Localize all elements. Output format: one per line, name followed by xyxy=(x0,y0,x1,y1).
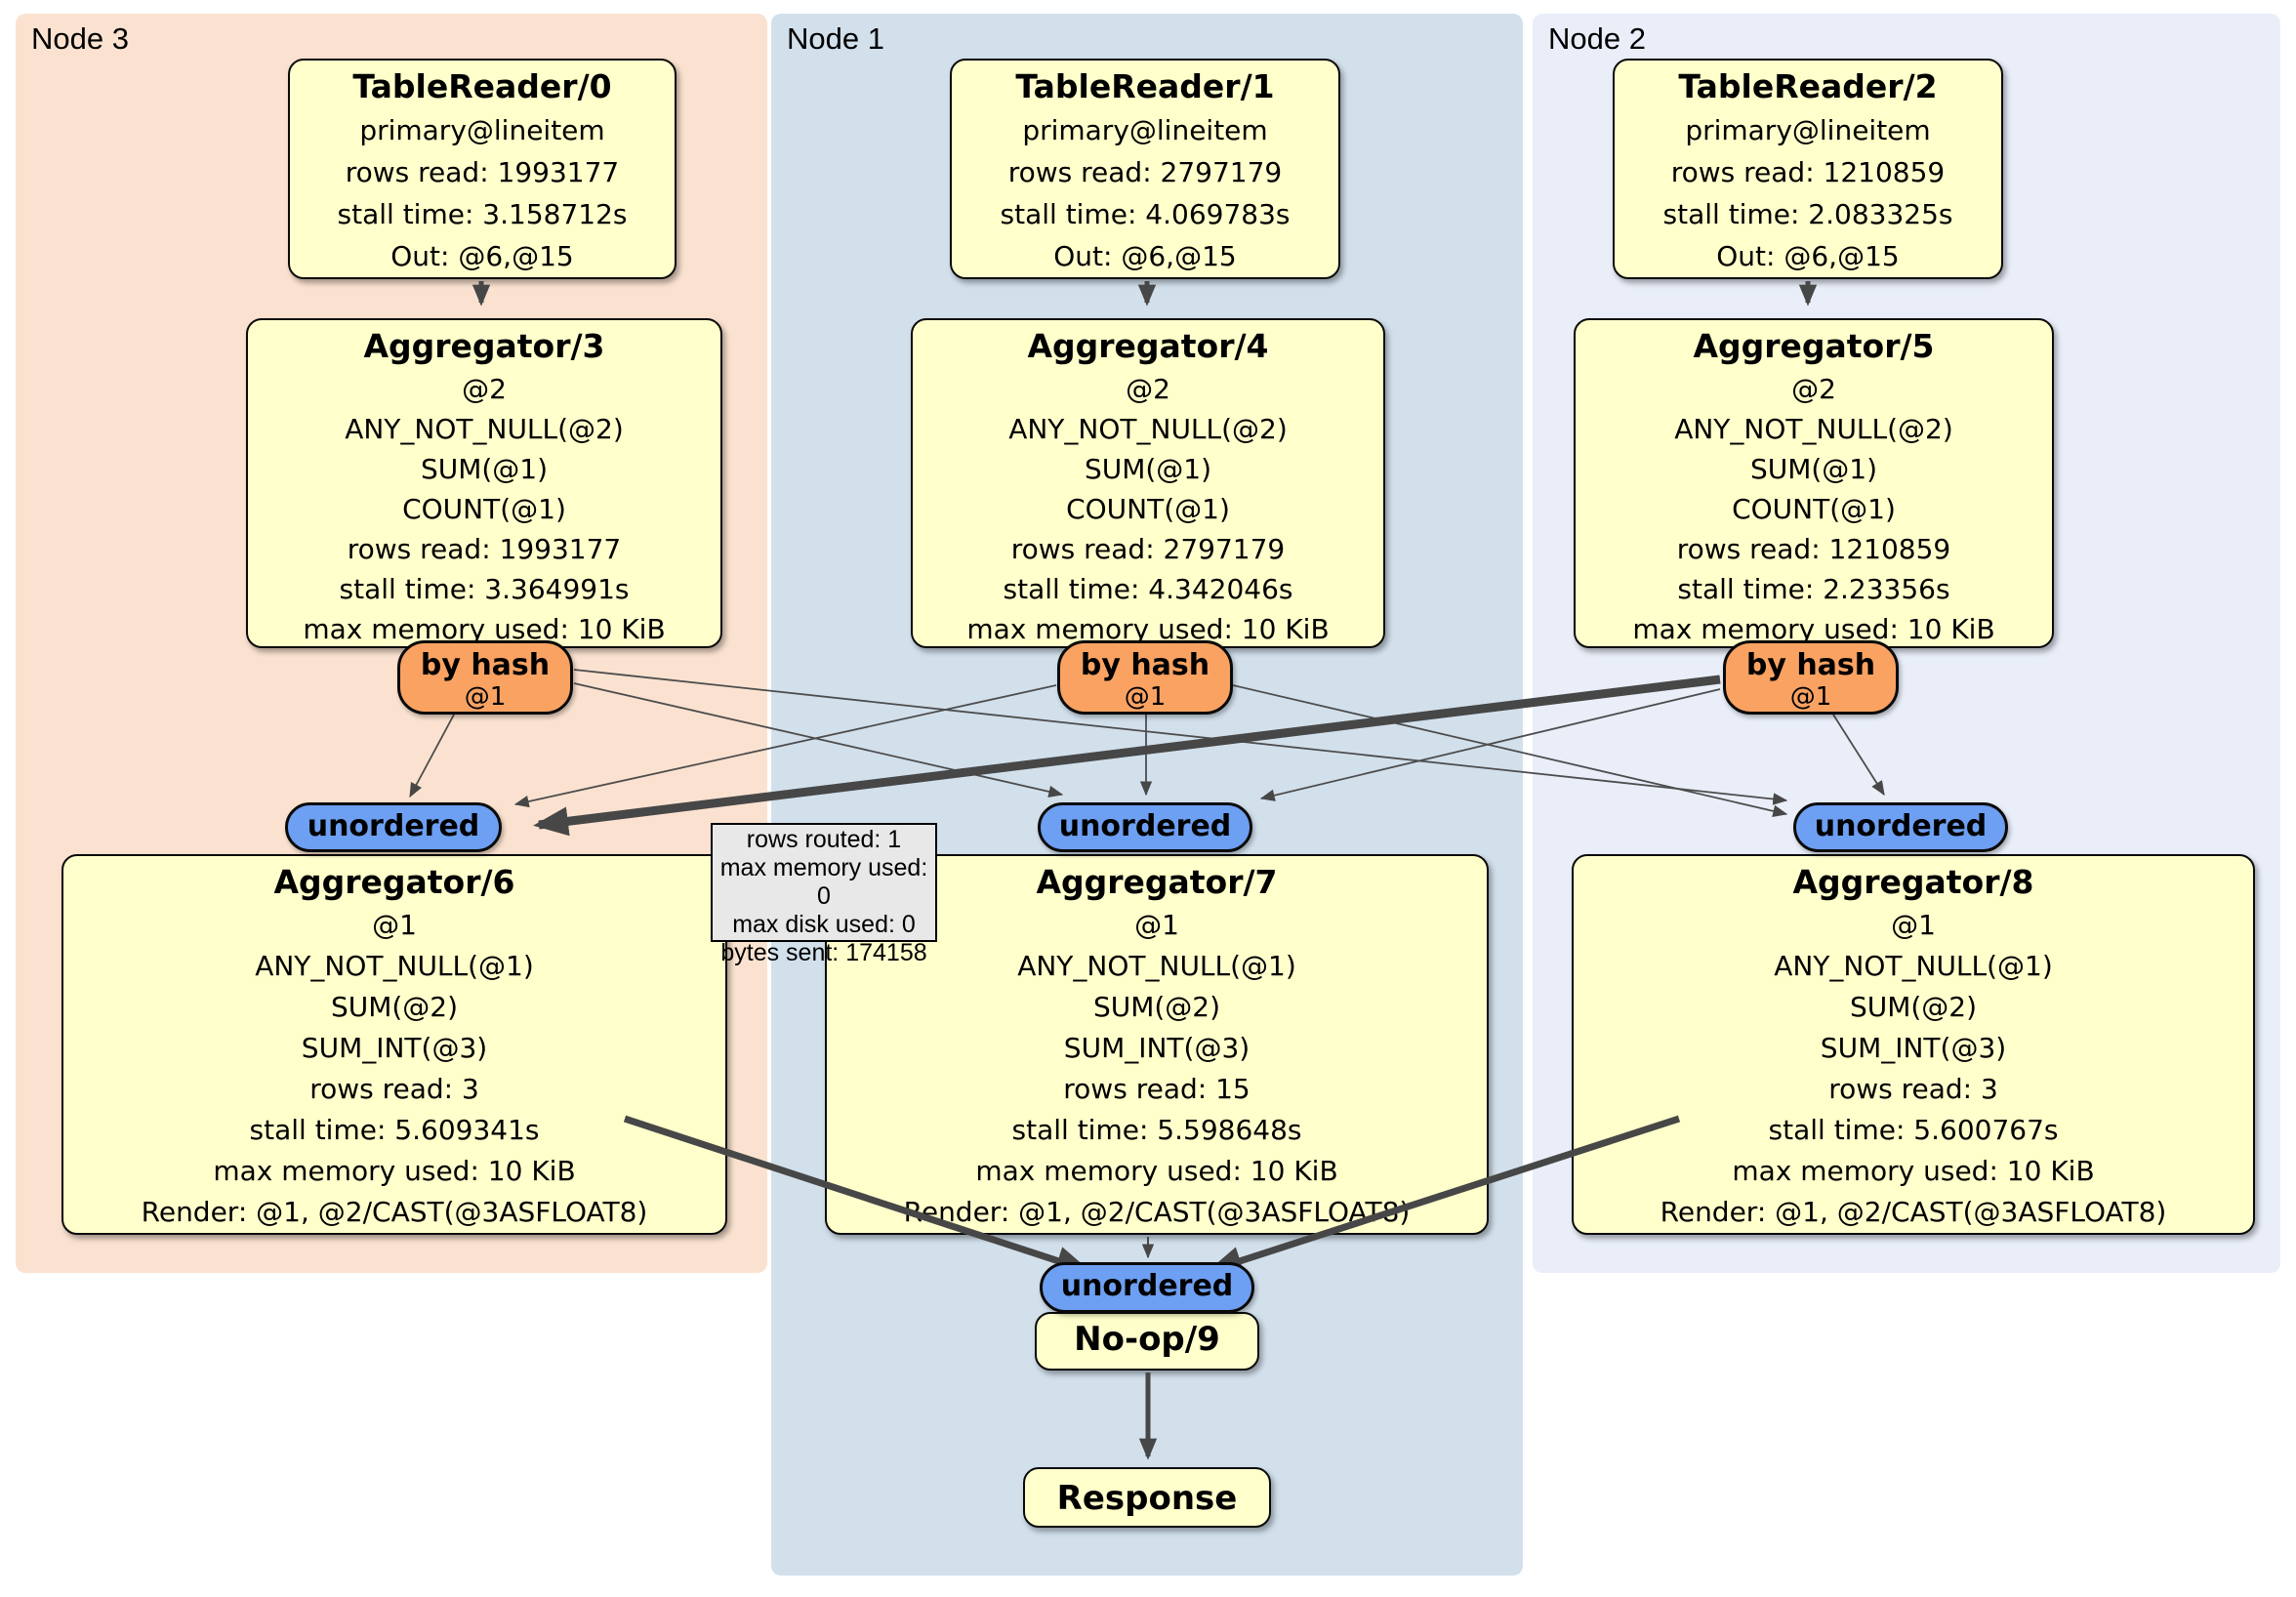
processor-stat-line: stall time: 5.598648s xyxy=(1011,1114,1302,1146)
router-label: by hash xyxy=(420,648,551,682)
processor-stat-line: max memory used: 10 KiB xyxy=(303,613,666,645)
processor-stat-line: @1 xyxy=(372,909,417,941)
processor-stat-line: primary@lineitem xyxy=(359,114,605,146)
router-hash-column: @1 xyxy=(1789,682,1832,712)
processor-stat-line: @2 xyxy=(1126,373,1170,405)
response-box[interactable]: Response xyxy=(1023,1467,1271,1528)
processor-stat-line: stall time: 2.083325s xyxy=(1662,198,1953,230)
processor-stat-line: stall time: 3.158712s xyxy=(337,198,628,230)
processor-stat-line: @1 xyxy=(1891,909,1936,941)
processor-stat-line: COUNT(@1) xyxy=(1066,493,1230,525)
tooltip-line: bytes sent: 174158 xyxy=(720,939,927,966)
by-hash-router-node2[interactable]: by hash @1 xyxy=(1723,640,1899,715)
processor-stat-line: @1 xyxy=(1134,909,1179,941)
processor-stat-line: primary@lineitem xyxy=(1685,114,1931,146)
processor-title: Aggregator/4 xyxy=(1027,327,1269,365)
node-label: Node 3 xyxy=(31,21,129,56)
processor-stat-line: SUM(@2) xyxy=(1849,991,1978,1023)
processor-stat-line: max memory used: 10 KiB xyxy=(213,1155,576,1187)
processor-stat-line: ANY_NOT_NULL(@2) xyxy=(1674,413,1953,445)
unordered-sync-node2[interactable]: unordered xyxy=(1793,802,2008,852)
processor-stat-line: SUM(@1) xyxy=(1084,453,1212,485)
processor-stat-line: SUM(@2) xyxy=(330,991,459,1023)
edge-stats-tooltip: rows routed: 1 max memory used: 0 max di… xyxy=(711,823,937,966)
processor-stat-line: stall time: 4.342046s xyxy=(1003,573,1293,605)
processor-title: Aggregator/8 xyxy=(1792,863,2034,901)
processor-stat-line: max memory used: 10 KiB xyxy=(966,613,1330,645)
tooltip-line: max memory used: 0 xyxy=(719,854,928,910)
processor-stat-line: SUM_INT(@3) xyxy=(1063,1032,1250,1064)
aggregator-5-box[interactable]: Aggregator/5 @2 ANY_NOT_NULL(@2) SUM(@1)… xyxy=(1574,318,2054,648)
processor-stat-line: stall time: 2.23356s xyxy=(1677,573,1950,605)
processor-stat-line: ANY_NOT_NULL(@1) xyxy=(255,950,534,982)
processor-stat-line: COUNT(@1) xyxy=(1732,493,1896,525)
unordered-sync-final[interactable]: unordered xyxy=(1040,1262,1254,1313)
processor-title: TableReader/0 xyxy=(352,67,612,105)
router-label: by hash xyxy=(1745,648,1876,682)
tablereader-0-box[interactable]: TableReader/0 primary@lineitem rows read… xyxy=(288,59,676,279)
noop-box[interactable]: No-op/9 xyxy=(1035,1312,1259,1371)
processor-stat-line: max memory used: 10 KiB xyxy=(1732,1155,2095,1187)
processor-stat-line: SUM(@2) xyxy=(1092,991,1221,1023)
processor-stat-line: stall time: 4.069783s xyxy=(1000,198,1291,230)
router-hash-column: @1 xyxy=(464,682,507,712)
processor-stat-line: Out: @6,@15 xyxy=(1716,240,1900,272)
processor-stat-line: Render: @1, @2/CAST(@3ASFLOAT8) xyxy=(1660,1196,2167,1228)
node-label: Node 1 xyxy=(787,21,884,56)
processor-stat-line: Out: @6,@15 xyxy=(1053,240,1237,272)
node-label: Node 2 xyxy=(1548,21,1646,56)
processor-stat-line: @2 xyxy=(1791,373,1836,405)
processor-stat-line: SUM_INT(@3) xyxy=(1820,1032,2007,1064)
processor-stat-line: ANY_NOT_NULL(@1) xyxy=(1017,950,1296,982)
processor-title: TableReader/1 xyxy=(1015,67,1275,105)
processor-stat-line: ANY_NOT_NULL(@2) xyxy=(345,413,624,445)
processor-stat-line: stall time: 3.364991s xyxy=(339,573,630,605)
tablereader-1-box[interactable]: TableReader/1 primary@lineitem rows read… xyxy=(950,59,1340,279)
processor-title: No-op/9 xyxy=(1074,1320,1220,1359)
processor-title: Response xyxy=(1056,1479,1238,1518)
aggregator-6-box[interactable]: Aggregator/6 @1 ANY_NOT_NULL(@1) SUM(@2)… xyxy=(62,854,727,1235)
tablereader-2-box[interactable]: TableReader/2 primary@lineitem rows read… xyxy=(1613,59,2003,279)
processor-stat-line: stall time: 5.600767s xyxy=(1768,1114,2059,1146)
processor-stat-line: SUM(@1) xyxy=(1749,453,1878,485)
processor-stat-line: rows read: 2797179 xyxy=(1007,156,1283,188)
processor-stat-line: rows read: 3 xyxy=(1828,1073,1998,1105)
processor-stat-line: @2 xyxy=(462,373,507,405)
unordered-sync-node1[interactable]: unordered xyxy=(1038,802,1252,852)
processor-stat-line: rows read: 2797179 xyxy=(1010,533,1286,565)
processor-stat-line: rows read: 3 xyxy=(309,1073,479,1105)
by-hash-router-node1[interactable]: by hash @1 xyxy=(1057,640,1233,715)
processor-title: TableReader/2 xyxy=(1678,67,1938,105)
unordered-sync-node3[interactable]: unordered xyxy=(285,802,502,852)
processor-stat-line: rows read: 1210859 xyxy=(1676,533,1951,565)
processor-stat-line: rows read: 1210859 xyxy=(1670,156,1946,188)
aggregator-4-box[interactable]: Aggregator/4 @2 ANY_NOT_NULL(@2) SUM(@1)… xyxy=(911,318,1385,648)
processor-title: Aggregator/6 xyxy=(273,863,515,901)
processor-stat-line: primary@lineitem xyxy=(1022,114,1268,146)
aggregator-3-box[interactable]: Aggregator/3 @2 ANY_NOT_NULL(@2) SUM(@1)… xyxy=(246,318,722,648)
by-hash-router-node3[interactable]: by hash @1 xyxy=(397,640,573,715)
processor-stat-line: SUM(@1) xyxy=(420,453,549,485)
processor-stat-line: rows read: 15 xyxy=(1063,1073,1250,1105)
processor-title: Aggregator/7 xyxy=(1036,863,1278,901)
processor-stat-line: Out: @6,@15 xyxy=(390,240,574,272)
processor-stat-line: max memory used: 10 KiB xyxy=(975,1155,1338,1187)
tooltip-line: max disk used: 0 xyxy=(732,911,916,938)
processor-stat-line: SUM_INT(@3) xyxy=(301,1032,488,1064)
router-hash-column: @1 xyxy=(1124,682,1167,712)
processor-stat-line: ANY_NOT_NULL(@1) xyxy=(1774,950,2053,982)
router-label: by hash xyxy=(1080,648,1210,682)
processor-stat-line: max memory used: 10 KiB xyxy=(1632,613,1995,645)
processor-stat-line: rows read: 1993177 xyxy=(345,156,620,188)
processor-title: Aggregator/5 xyxy=(1693,327,1935,365)
processor-stat-line: Render: @1, @2/CAST(@3ASFLOAT8) xyxy=(141,1196,648,1228)
processor-stat-line: ANY_NOT_NULL(@2) xyxy=(1008,413,1288,445)
processor-stat-line: stall time: 5.609341s xyxy=(249,1114,540,1146)
processor-title: Aggregator/3 xyxy=(363,327,605,365)
processor-stat-line: COUNT(@1) xyxy=(402,493,566,525)
aggregator-8-box[interactable]: Aggregator/8 @1 ANY_NOT_NULL(@1) SUM(@2)… xyxy=(1572,854,2255,1235)
processor-stat-line: rows read: 1993177 xyxy=(347,533,622,565)
tooltip-line: rows routed: 1 xyxy=(746,826,902,853)
processor-stat-line: Render: @1, @2/CAST(@3ASFLOAT8) xyxy=(903,1196,1411,1228)
